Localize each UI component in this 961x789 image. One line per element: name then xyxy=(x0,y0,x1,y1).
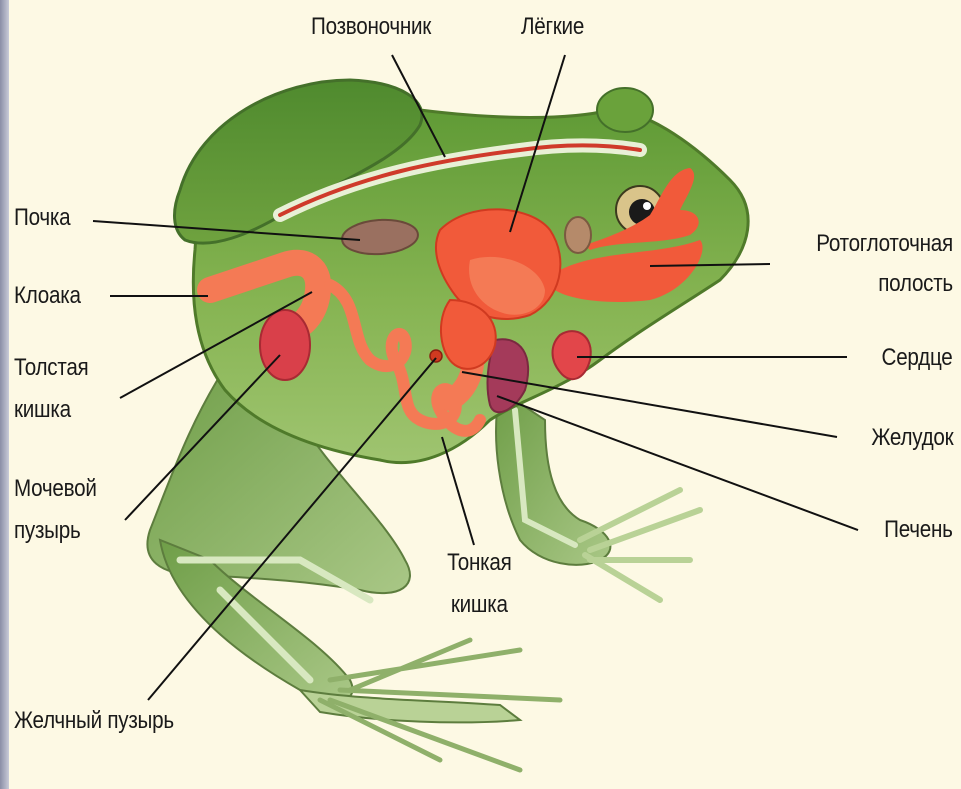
label-bladder: Мочевой пузырь xyxy=(14,474,97,546)
label-line: Толстая xyxy=(14,353,88,383)
label-cloaca: Клоака xyxy=(14,281,81,311)
label-large-intestine: Толстая кишка xyxy=(14,353,88,425)
ear-drum xyxy=(565,217,591,253)
label-kidney: Почка xyxy=(14,203,70,233)
front-leg xyxy=(496,390,700,600)
label-liver: Печень xyxy=(885,515,953,545)
label-line: Мочевой xyxy=(14,474,97,504)
label-line: полость xyxy=(816,269,953,299)
gallbladder-organ xyxy=(430,350,442,362)
label-small-intestine: Тонкая кишка xyxy=(432,548,527,620)
label-stomach: Желудок xyxy=(871,423,953,453)
label-line: Ротоглоточная xyxy=(816,229,953,259)
label-gallbladder: Желчный пузырь xyxy=(14,706,174,736)
label-oral-cavity: Ротоглоточная полость xyxy=(816,229,953,299)
label-line: кишка xyxy=(432,590,527,620)
label-lungs: Лёгкие xyxy=(521,12,584,42)
label-line: пузырь xyxy=(14,516,97,546)
label-heart: Сердце xyxy=(882,343,953,373)
leader-small-intestine xyxy=(442,437,474,545)
label-line: кишка xyxy=(14,395,88,425)
label-spine: Позвоночник xyxy=(311,12,431,42)
label-line: Тонкая xyxy=(432,548,527,578)
